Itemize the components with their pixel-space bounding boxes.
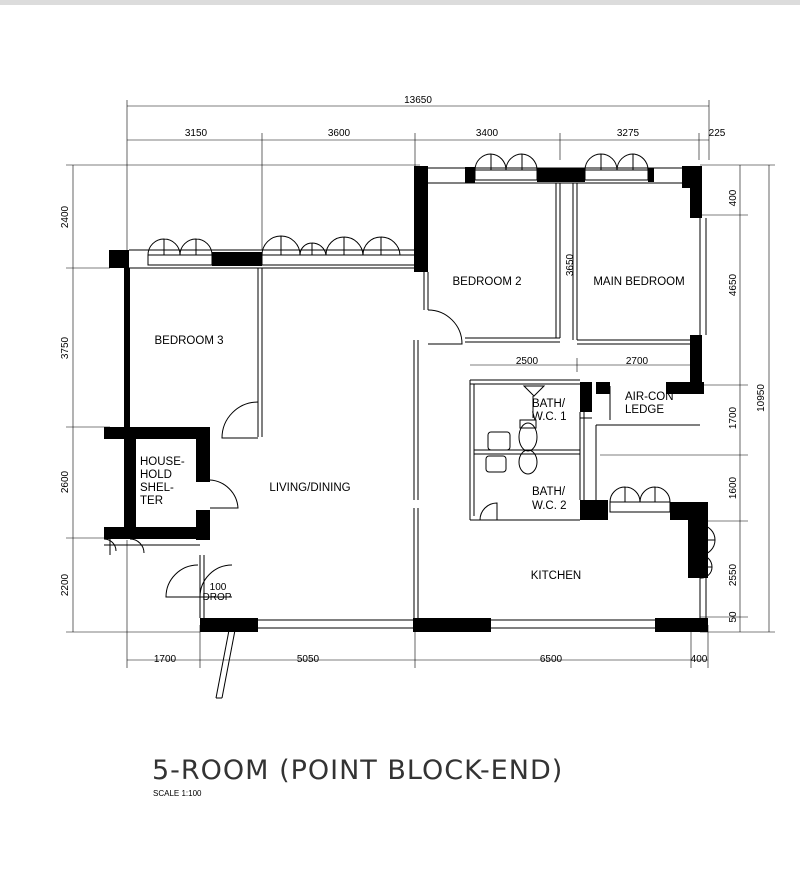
room-living-dining: LIVING/DINING bbox=[269, 482, 350, 494]
viewer-top-bar bbox=[0, 0, 800, 5]
doors bbox=[165, 309, 592, 699]
room-bath-2-line2: W.C. 2 bbox=[532, 500, 567, 512]
room-aircon-line2: LEDGE bbox=[625, 404, 664, 416]
dim-left-3: 2600 bbox=[60, 470, 71, 493]
room-aircon-line1: AIR-CON bbox=[625, 391, 674, 403]
dim-inner-2700: 2700 bbox=[626, 356, 649, 367]
dim-left-2: 3750 bbox=[60, 336, 71, 359]
dim-right-3: 1700 bbox=[728, 406, 739, 429]
dim-right-6: 50 bbox=[728, 611, 739, 623]
dim-refuse-100: 100 bbox=[210, 582, 227, 593]
dim-bedroom2-depth: 3650 bbox=[565, 253, 576, 276]
room-shelter-line3: SHEL- bbox=[140, 482, 174, 494]
dim-overall-right: 10950 bbox=[756, 384, 767, 412]
dim-bottom-2: 5050 bbox=[297, 654, 320, 665]
dim-right-2: 4650 bbox=[728, 273, 739, 296]
room-labels: BEDROOM 2 MAIN BEDROOM BEDROOM 3 BATH/ W… bbox=[140, 276, 685, 603]
dim-inner-2500: 2500 bbox=[516, 356, 539, 367]
room-main-bedroom: MAIN BEDROOM bbox=[593, 276, 684, 288]
dim-top-5: 225 bbox=[709, 128, 726, 139]
plan-title: 5-ROOM (POINT BLOCK-END) bbox=[152, 755, 563, 786]
dim-left-1: 2400 bbox=[60, 205, 71, 228]
room-bath-1-line1: BATH/ bbox=[532, 398, 566, 410]
dim-bottom-1: 1700 bbox=[154, 654, 177, 665]
dim-left-4: 2200 bbox=[60, 573, 71, 596]
dimension-lines bbox=[66, 100, 775, 668]
dim-right-1: 400 bbox=[728, 189, 739, 206]
dim-top-4: 3275 bbox=[617, 128, 640, 139]
room-bath-2-line1: BATH/ bbox=[532, 486, 566, 498]
dim-top-1: 3150 bbox=[185, 128, 208, 139]
dim-right-5: 2550 bbox=[728, 563, 739, 586]
room-shelter-line2: HOLD bbox=[140, 469, 172, 481]
fixtures bbox=[485, 419, 538, 475]
room-bath-1-line2: W.C. 1 bbox=[532, 411, 567, 423]
dim-overall-top: 13650 bbox=[404, 95, 432, 106]
room-bedroom-3: BEDROOM 3 bbox=[154, 335, 223, 347]
refuse-chute-drop: DROP bbox=[203, 592, 232, 603]
dim-bottom-3: 6500 bbox=[540, 654, 563, 665]
dim-top-2: 3600 bbox=[328, 128, 351, 139]
room-kitchen: KITCHEN bbox=[531, 570, 581, 582]
room-shelter-line1: HOUSE- bbox=[140, 456, 185, 468]
plan-scale: SCALE 1:100 bbox=[153, 789, 202, 798]
dim-top-3: 3400 bbox=[476, 128, 499, 139]
dimension-labels: 13650 3150 3600 3400 3275 225 1700 5050 … bbox=[60, 95, 767, 665]
room-shelter-line4: TER bbox=[140, 495, 163, 507]
windows bbox=[103, 153, 716, 579]
walls bbox=[104, 166, 708, 632]
dim-right-4: 1600 bbox=[728, 476, 739, 499]
room-bedroom-2: BEDROOM 2 bbox=[452, 276, 521, 288]
dim-bottom-4: 400 bbox=[691, 654, 708, 665]
